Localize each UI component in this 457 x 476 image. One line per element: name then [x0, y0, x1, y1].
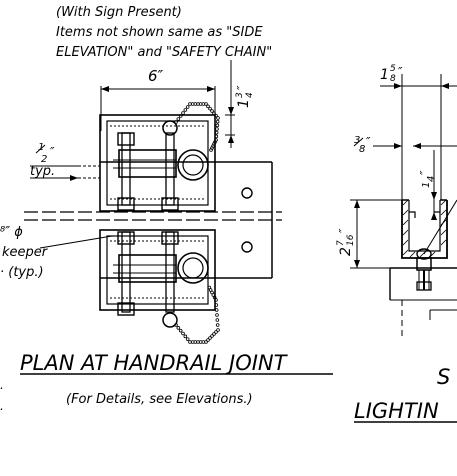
- lower-bracket: [99, 229, 216, 328]
- svg-text:1: 1: [236, 99, 252, 108]
- note-line-2: Items not shown same as "SIDE: [56, 25, 263, 40]
- chain-bead: [215, 313, 219, 317]
- svg-text:1: 1: [38, 142, 44, 153]
- right-title-s: S: [437, 365, 450, 389]
- callout-keeper: keeper: [2, 245, 49, 260]
- plan-title: PLAN AT HANDRAIL JOINT: [20, 351, 289, 375]
- chain-bead: [214, 134, 219, 139]
- chain-bead: [174, 323, 178, 327]
- left-edge-mark: .: [0, 378, 4, 392]
- chain-bead: [212, 111, 216, 116]
- chain-bead: [185, 105, 190, 109]
- svg-text:1: 1: [421, 182, 432, 188]
- svg-text:1: 1: [380, 67, 389, 83]
- chain-bead: [215, 127, 219, 131]
- right-section-view: [350, 74, 457, 340]
- chain-bead: [215, 119, 220, 124]
- svg-text:16: 16: [346, 234, 356, 246]
- svg-text:″: ″: [50, 145, 55, 159]
- safety-chain-upper: [174, 102, 220, 152]
- chain-bead: [183, 108, 188, 112]
- chain-bead: [215, 123, 220, 128]
- label-3-8: 3 8 ″: [353, 135, 371, 155]
- svg-text:″: ″: [418, 170, 432, 175]
- dim-6-label: 6″: [148, 67, 164, 85]
- chain-bead: [210, 109, 214, 113]
- callout-typ: · (typ.): [0, 265, 44, 280]
- typ-label: typ.: [30, 164, 55, 179]
- svg-text:″: ″: [337, 228, 351, 233]
- chain-bead: [215, 323, 220, 327]
- chain-bead: [178, 328, 183, 333]
- svg-text:4: 4: [426, 176, 437, 182]
- svg-text:″: ″: [366, 135, 371, 149]
- callout-leader: [39, 235, 113, 249]
- svg-text:3: 3: [235, 92, 245, 98]
- label-1-4: 1 4 ″: [418, 170, 437, 188]
- svg-text:2: 2: [41, 154, 47, 165]
- chain-bead: [216, 116, 220, 120]
- svg-text:5: 5: [390, 64, 396, 74]
- chain-bead: [208, 106, 212, 111]
- chain-bead: [176, 326, 181, 330]
- left-edge-mark-2: .: [0, 399, 4, 413]
- svg-text:8: 8: [390, 74, 396, 84]
- upper-bracket: [99, 114, 216, 212]
- chain-bead: [185, 337, 190, 341]
- chain-bead: [214, 303, 219, 307]
- chain-bead: [214, 330, 218, 334]
- chain-bead: [209, 148, 213, 152]
- chain-bead: [215, 318, 220, 322]
- chain-bead: [210, 334, 214, 338]
- chain-bead: [214, 113, 218, 118]
- svg-text:″: ″: [398, 65, 403, 79]
- chain-bead: [206, 338, 210, 342]
- chain-bead: [216, 328, 220, 332]
- svg-text:3: 3: [354, 135, 360, 146]
- chain-bead: [212, 332, 216, 336]
- chain-bead: [214, 308, 219, 312]
- label-1-5-8: 1 5 8 ″: [380, 64, 403, 84]
- half-inch-label: 1 2 ″: [35, 142, 55, 165]
- safety-chain-lower: [174, 285, 220, 344]
- handrail-bar: [24, 161, 282, 279]
- svg-text:″: ″: [235, 85, 249, 90]
- chain-bead: [208, 336, 212, 340]
- chain-bead: [183, 334, 188, 339]
- chain-bead: [178, 114, 183, 118]
- svg-text:2: 2: [338, 247, 354, 256]
- chain-bead: [204, 102, 208, 106]
- note-line-1: (With Sign Present): [56, 5, 182, 20]
- note-line-3: ELEVATION" and "SAFETY CHAIN": [56, 45, 272, 60]
- svg-text:4: 4: [245, 92, 255, 98]
- chain-bead: [214, 130, 219, 135]
- dimension-right-1-3-4: [225, 60, 235, 148]
- chain-bead: [206, 104, 210, 109]
- callout-dia: ⁸″ ϕ: [0, 225, 23, 240]
- chain-bead: [181, 331, 185, 336]
- svg-text:8: 8: [359, 144, 365, 155]
- svg-text:7: 7: [336, 240, 346, 246]
- chain-bead: [176, 117, 181, 121]
- label-2-7-16: 2 7 16 ″: [336, 228, 356, 256]
- chain-bead: [207, 285, 212, 290]
- dim-1-3-4-label: 1 3 4 ″: [235, 85, 255, 108]
- chain-bead: [181, 111, 185, 115]
- plan-subtitle: (For Details, see Elevations.): [66, 392, 253, 407]
- right-title: LIGHTIN: [354, 399, 439, 423]
- chain-bead: [204, 340, 208, 344]
- chain-bead: [174, 120, 178, 124]
- dimension-width: [100, 86, 216, 131]
